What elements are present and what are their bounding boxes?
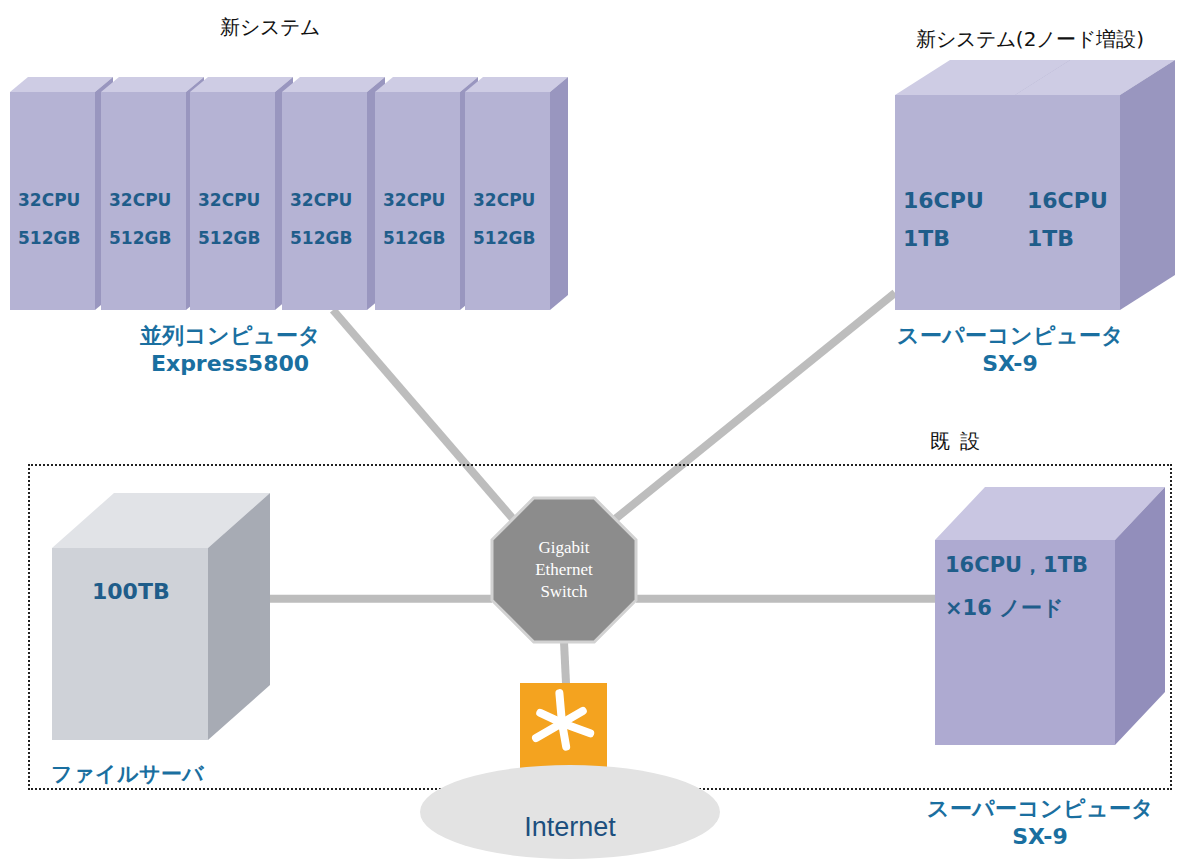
compute-node-box: 32CPU 512GB [101,92,186,310]
box-front-face [895,95,1015,310]
existing-region: 既 設100TBファイルサーバGigabit Ethernet Switch16… [28,464,1172,790]
logo-ray [540,713,562,723]
network-link [333,310,514,520]
internet-cloud: Internet [420,765,720,859]
logo-ray [562,723,590,733]
box-front-face [10,92,95,310]
logo-ray [559,693,562,723]
network-logo [520,683,607,768]
box-front-face [465,92,550,310]
compute-node-box: 32CPU 512GB [282,92,367,310]
node-label: 32CPU 512GB [383,181,458,257]
node-label: 100TB [92,578,206,606]
box-top-face [1015,60,1175,95]
box-side-face [1120,60,1175,310]
system-caption: スーパーコンピュータ SX-9 [880,322,1140,378]
network-switch: Gigabit Ethernet Switch [492,498,636,642]
node-caption: 既 設 [930,428,1040,454]
box-front-face [190,92,275,310]
box-side-face [1015,60,1070,310]
compute-node-box: 32CPU 512GB [10,92,95,310]
supercomputer-cluster-box: 16CPU，1TB ×16 ノードスーパーコンピュータ SX-9 [935,540,1115,745]
box-3d-shape [52,493,270,740]
compute-node-box: 32CPU 512GB [465,92,550,310]
network-link [636,595,935,603]
box-side-face [550,77,568,310]
node-label: 32CPU 512GB [109,181,184,257]
box-front-face [52,548,208,740]
node-label: 32CPU 512GB [290,181,365,257]
box-side-face [208,493,270,740]
node-label: 16CPU 1TB [903,182,1013,258]
node-label: 16CPU 1TB [1027,182,1118,258]
network-link [564,642,570,765]
compute-node-box: 32CPU 512GB [375,92,460,310]
box-front-face [282,92,367,310]
box-3d-shape [1015,60,1175,310]
box-top-face [190,77,293,92]
supercomputer-node-box: 16CPU 1TB [1015,95,1120,310]
box-front-face [1015,95,1120,310]
box-front-face [101,92,186,310]
box-front-face [375,92,460,310]
logo-ray [536,723,562,738]
box-3d-shape [895,60,1070,310]
box-side-face [1115,487,1165,745]
node-label: 16CPU，1TB ×16 ノード [945,544,1111,630]
logo-ray [562,711,583,723]
cloud-ellipse [420,765,720,859]
box-top-face [935,487,1165,540]
node-label: 32CPU 512GB [473,181,548,257]
section-heading: 新システム [190,14,350,40]
box-top-face [282,77,385,92]
system-caption: 並列コンピュータ Express5800 [110,322,350,378]
network-link [208,595,492,603]
node-caption: ファイルサーバ [22,760,232,788]
section-heading: 新システム(2ノード増設) [880,26,1180,52]
box-top-face [375,77,478,92]
node-label: Internet [420,812,720,842]
file-server-box: 100TBファイルサーバ [52,548,208,740]
network-link [614,293,895,520]
logo-square [520,683,607,768]
box-top-face [101,77,204,92]
compute-node-box: 32CPU 512GB [190,92,275,310]
node-label: Gigabit Ethernet Switch [518,537,610,603]
box-top-face [895,60,1070,95]
box-top-face [465,77,568,92]
box-top-face [52,493,270,548]
node-label: 32CPU 512GB [198,181,273,257]
box-top-face [10,77,113,92]
box-front-face [935,540,1115,745]
supercomputer-node-box: 16CPU 1TB [895,95,1015,310]
switch-octagon [492,498,636,642]
logo-ray [562,723,566,747]
box-side-face [367,77,385,310]
node-label: 32CPU 512GB [18,181,93,257]
node-caption: スーパーコンピュータ SX-9 [905,795,1175,851]
